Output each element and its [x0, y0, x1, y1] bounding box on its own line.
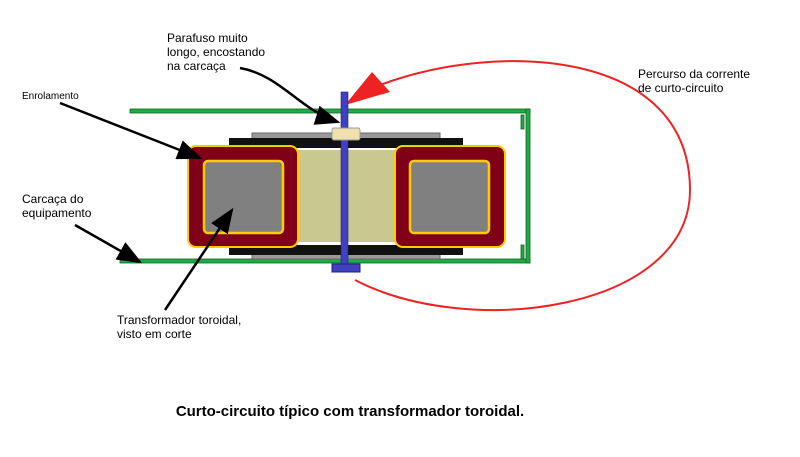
diagram-title: Curto-circuito típico com transformador …	[175, 403, 525, 420]
bolt-label: Parafuso muito longo, encostando na carc…	[167, 31, 266, 73]
bottom-nut	[331, 263, 361, 273]
winding-label: Enrolamento	[22, 91, 79, 102]
pointer-arrows	[59, 66, 341, 311]
left-coil	[187, 145, 299, 248]
bolt	[340, 91, 349, 269]
short-circuit-current-path	[354, 60, 692, 311]
right-coil	[394, 145, 506, 248]
current-path-label: Percurso da corrente de curto-circuito	[638, 67, 751, 95]
transformer-label: Transformador toroidal, visto em corte	[117, 313, 242, 341]
current-arrowhead	[345, 72, 390, 105]
top-nut	[331, 127, 361, 141]
chassis-label: Carcaça do equipamento	[22, 192, 92, 220]
